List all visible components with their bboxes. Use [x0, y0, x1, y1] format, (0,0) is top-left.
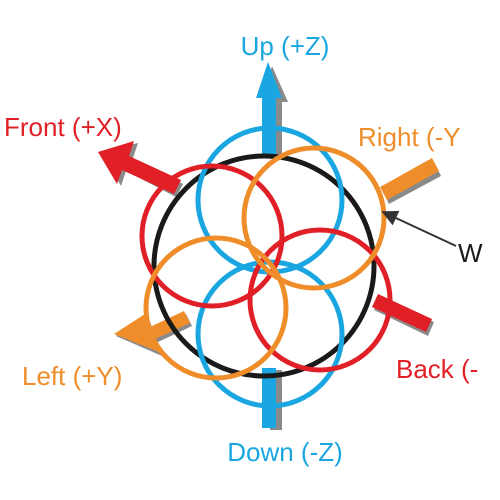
- label-left: Left (+Y): [22, 361, 122, 391]
- label-down: Down (-Z): [227, 437, 343, 467]
- label-w: W: [458, 238, 483, 268]
- label-up: Up (+Z): [241, 31, 330, 61]
- label-front: Front (+X): [4, 112, 122, 142]
- red-loops: [139, 163, 393, 373]
- label-back: Back (-: [396, 354, 478, 384]
- up-arrow-icon: [256, 62, 288, 158]
- right-arrow-icon: [380, 158, 441, 204]
- label-right: Right (-Y: [358, 122, 461, 152]
- w-pointer: [381, 210, 457, 247]
- center-circle: [151, 153, 377, 379]
- front-arrow-icon: [98, 141, 183, 197]
- down-arrow-icon: [262, 368, 282, 430]
